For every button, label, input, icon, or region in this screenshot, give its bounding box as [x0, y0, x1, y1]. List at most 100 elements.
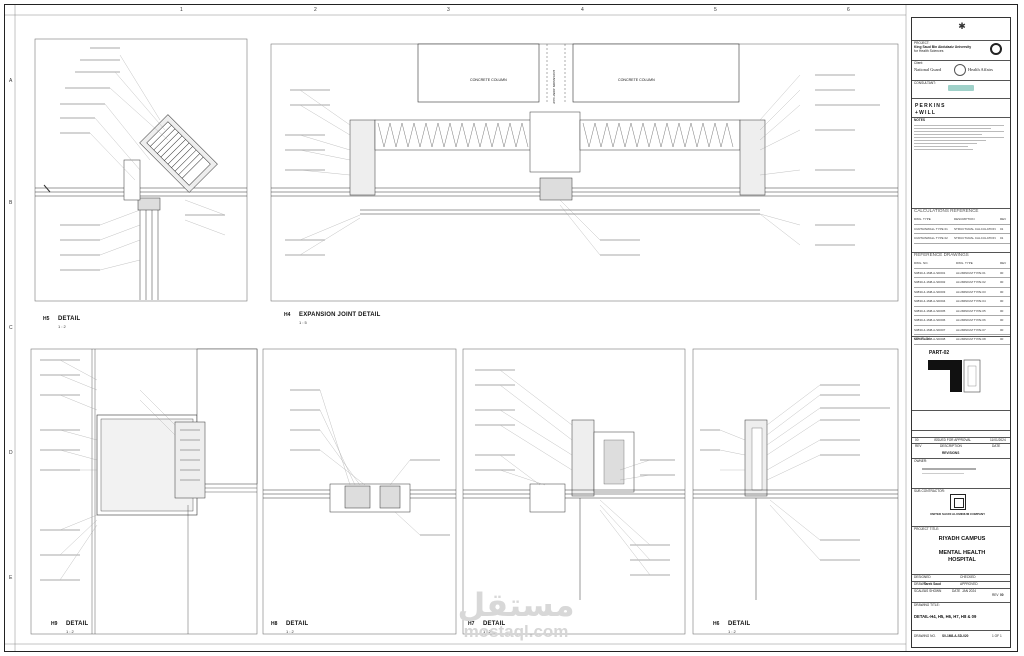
rev-col-rev: REV: [915, 444, 922, 448]
ref-cell: S0830-4-1M8-A-SD004: [914, 299, 946, 304]
ref-cell: ALUMINIUM TYPE 02: [956, 280, 986, 285]
drawing-no: S0-1M8-A-SD-020: [942, 634, 969, 638]
h7-title: DETAIL: [483, 621, 506, 627]
ref-cell: 00: [1000, 327, 1004, 332]
table-row: CURTAINWALL TYPE 01 STRUCTURAL CALCULATI…: [914, 225, 1010, 234]
owner-label: OWNER:: [914, 459, 928, 463]
h5-tag: H5: [43, 316, 50, 322]
campus-name: RIYADH CAMPUS: [938, 536, 986, 542]
drawing-title-label: DRAWING TITLE:: [914, 603, 940, 607]
designed-label: DESIGNED: [914, 575, 931, 579]
ksau-seal: [990, 43, 1002, 55]
drawing-title: DETAIL-H4, H5, H6, H7, H8 & 09: [914, 614, 977, 619]
hospital-line2: HOSPITAL: [948, 557, 976, 563]
h7-scale: 1 : 2: [483, 629, 491, 634]
grid-column-5: 5: [714, 7, 717, 13]
detail-h7-drawing: [462, 348, 686, 635]
detail-h9-drawing: [30, 348, 258, 635]
hospital-line1: MENTAL HEALTH: [938, 550, 986, 556]
calc-cell: 01: [1000, 226, 1004, 231]
calc-cell: CURTAINWALL TYPE 01: [914, 226, 948, 231]
drawn-name: Tarek Saud: [924, 582, 941, 586]
revisions-label: REVISIONS: [942, 451, 960, 455]
calc-cell: 01: [1000, 236, 1004, 241]
ref-cell: ALUMINIUM TYPE 01: [956, 270, 986, 275]
h8-scale: 1 : 2: [286, 629, 294, 634]
ref-cell: 00: [1000, 280, 1004, 285]
h6-scale: 1 : 2: [728, 629, 736, 634]
university-name: King Saud Bin Abdulaziz University: [914, 45, 972, 49]
ref-table-header: DWG. NO. DWG. TYPE REV: [914, 259, 1010, 269]
drawing-no-label: DRAWING NO.: [914, 634, 936, 638]
consultant-label: CONSULTANT:: [914, 81, 936, 85]
grid-column-6: 6: [847, 7, 850, 13]
project-title-label: PROJECT TITLE:: [914, 527, 940, 531]
rev-no: 00: [915, 438, 919, 442]
date-value: JAN 2024: [962, 589, 976, 593]
ref-cell: 00: [1000, 318, 1004, 323]
table-row: S0830-4-1M8-A-SD007 ALUMINIUM TYPE 07 00: [914, 326, 1010, 335]
h9-tag: H9: [51, 621, 58, 627]
calc-col-desc: DESCRIPTION: [954, 217, 975, 222]
ref-cell: S0830-4-1M8-A-SD007: [914, 327, 946, 332]
calc-cell: CURTAINWALL TYPE 02: [914, 236, 948, 241]
rev-col-desc: DESCRIPTION: [940, 444, 962, 448]
sheet-count: 1 OF 1: [992, 634, 1002, 638]
table-row: CURTAINWALL TYPE 02 STRUCTURAL CALCULATI…: [914, 234, 1010, 244]
h6-title: DETAIL: [728, 621, 751, 627]
calc-table: DWG. TYPE DESCRIPTION REV CURTAINWALL TY…: [914, 215, 1010, 244]
h8-title: DETAIL: [286, 621, 309, 627]
architect-line2: +WILL: [915, 110, 937, 116]
detail-h8-drawing: [262, 348, 457, 635]
h7-tag: H7: [468, 621, 475, 627]
notes-label: NOTES: [914, 118, 925, 122]
scale-value: AS SHOWN: [924, 589, 942, 593]
detail-h4-drawing: [270, 43, 899, 302]
ref-cell: S0830-4-1M8-A-SD002: [914, 280, 946, 285]
grid-column-3: 3: [447, 7, 450, 13]
h4-tag: H4: [284, 312, 291, 318]
h6-tag: H6: [713, 621, 720, 627]
client-right: Health Affairs: [968, 67, 993, 72]
contractor-label: SUB CONTRACTOR:: [914, 489, 945, 493]
calc-cell: STRUCTURAL CALCULATION: [954, 226, 996, 231]
key-plan-label: KEY PLAN: [914, 337, 930, 341]
grid-column-2: 2: [314, 7, 317, 13]
university-sub: for Health Sciences: [914, 49, 944, 53]
ref-header: REFERENCE DRAWINGS: [914, 252, 969, 257]
ref-col-type: DWG. TYPE: [956, 261, 973, 266]
ref-cell: 00: [1000, 270, 1004, 275]
h4-title: EXPANSION JOINT DETAIL: [299, 312, 381, 318]
watermark: مستقل mostaql.com: [446, 586, 586, 642]
detail-h6-drawing: [692, 348, 899, 635]
ref-cell: ALUMINIUM TYPE 06: [956, 318, 986, 323]
ref-col-no: DWG. NO.: [914, 261, 929, 266]
ref-cell: S0830-4-1M8-A-SD005: [914, 308, 946, 313]
grid-row-a: A: [9, 78, 13, 84]
ref-cell: ALUMINIUM TYPE 07: [956, 327, 986, 332]
rev-col-date: DATE: [992, 444, 1001, 448]
ref-cell: ALUMINIUM TYPE 04: [956, 299, 986, 304]
ref-cell: 00: [1000, 308, 1004, 313]
contractor-logo: [950, 494, 966, 510]
client-label: Client:: [914, 61, 924, 65]
rev-date: 11/01/2024: [990, 438, 1006, 442]
watermark-arabic: مستقل: [457, 586, 575, 624]
calc-header: CALCULATIONS REFERENCE: [914, 208, 979, 213]
table-row: S0830-4-1M8-A-SD002 ALUMINIUM TYPE 02 00: [914, 278, 1010, 288]
calc-col-rev: REV: [1000, 217, 1007, 222]
ref-cell: 00: [1000, 289, 1004, 294]
rev-desc: ISSUED FOR APPROVAL: [934, 438, 972, 442]
grid-column-4: 4: [581, 7, 584, 13]
ref-table: DWG. NO. DWG. TYPE REV S0830-4-1M8-A-SD0…: [914, 259, 1010, 345]
university-logo: ✱: [958, 22, 966, 32]
h4-left-column-label: CONCRETE COLUMN: [470, 78, 507, 82]
client-left: National Guard: [914, 67, 942, 72]
date-label: DATE: [952, 589, 961, 593]
h5-scale: 1 : 2: [58, 324, 66, 329]
watermark-url: mostaql.com: [463, 622, 569, 641]
